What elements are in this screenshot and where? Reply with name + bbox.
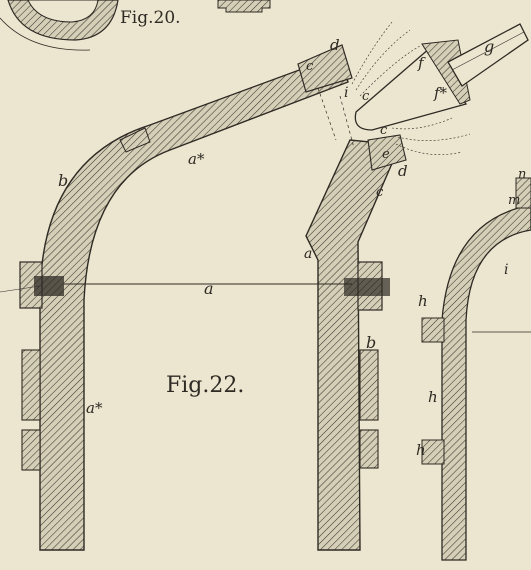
- left-wall: [39, 44, 353, 551]
- label-a-star-left: a*: [86, 399, 103, 417]
- label-i-left: i: [344, 85, 348, 101]
- label-b-left: b: [58, 171, 68, 190]
- fig20-circle: [0, 0, 119, 51]
- label-g: g: [484, 37, 494, 56]
- label-c-upper: c: [362, 89, 370, 104]
- label-c-left: c: [306, 59, 314, 74]
- label-e: e: [382, 147, 390, 162]
- fig22-title: Fig.22.: [166, 373, 244, 398]
- label-h1: h: [418, 292, 428, 310]
- label-i-right: i: [504, 262, 508, 278]
- label-h: h: [428, 388, 438, 406]
- label-d-top: d: [330, 36, 340, 54]
- dashed-lines: [317, 87, 355, 149]
- fig20-title: Fig.20.: [120, 8, 181, 28]
- label-a-sub: a: [304, 246, 312, 262]
- right-wall: [305, 134, 407, 551]
- label-n: n: [518, 167, 526, 182]
- label-b-right: b: [366, 333, 376, 352]
- chord-line-left: [0, 285, 41, 293]
- left-flanges: [19, 261, 64, 471]
- label-a: a: [204, 279, 214, 298]
- label-d-right: d: [398, 162, 408, 180]
- right-flanges: [344, 261, 390, 469]
- label-f: f: [417, 54, 426, 72]
- spray-lines: [351, 21, 471, 155]
- nozzle-assembly: [354, 23, 529, 131]
- label-f-star: f*: [433, 84, 448, 102]
- label-c-right: c: [376, 185, 384, 200]
- label-m: m: [508, 193, 520, 208]
- label-a-star-top: a*: [188, 150, 205, 168]
- label-c-lower: c: [380, 123, 388, 138]
- right-arch: [421, 177, 531, 561]
- label-h2: h: [416, 441, 426, 459]
- fig20-bracket: [217, 0, 271, 13]
